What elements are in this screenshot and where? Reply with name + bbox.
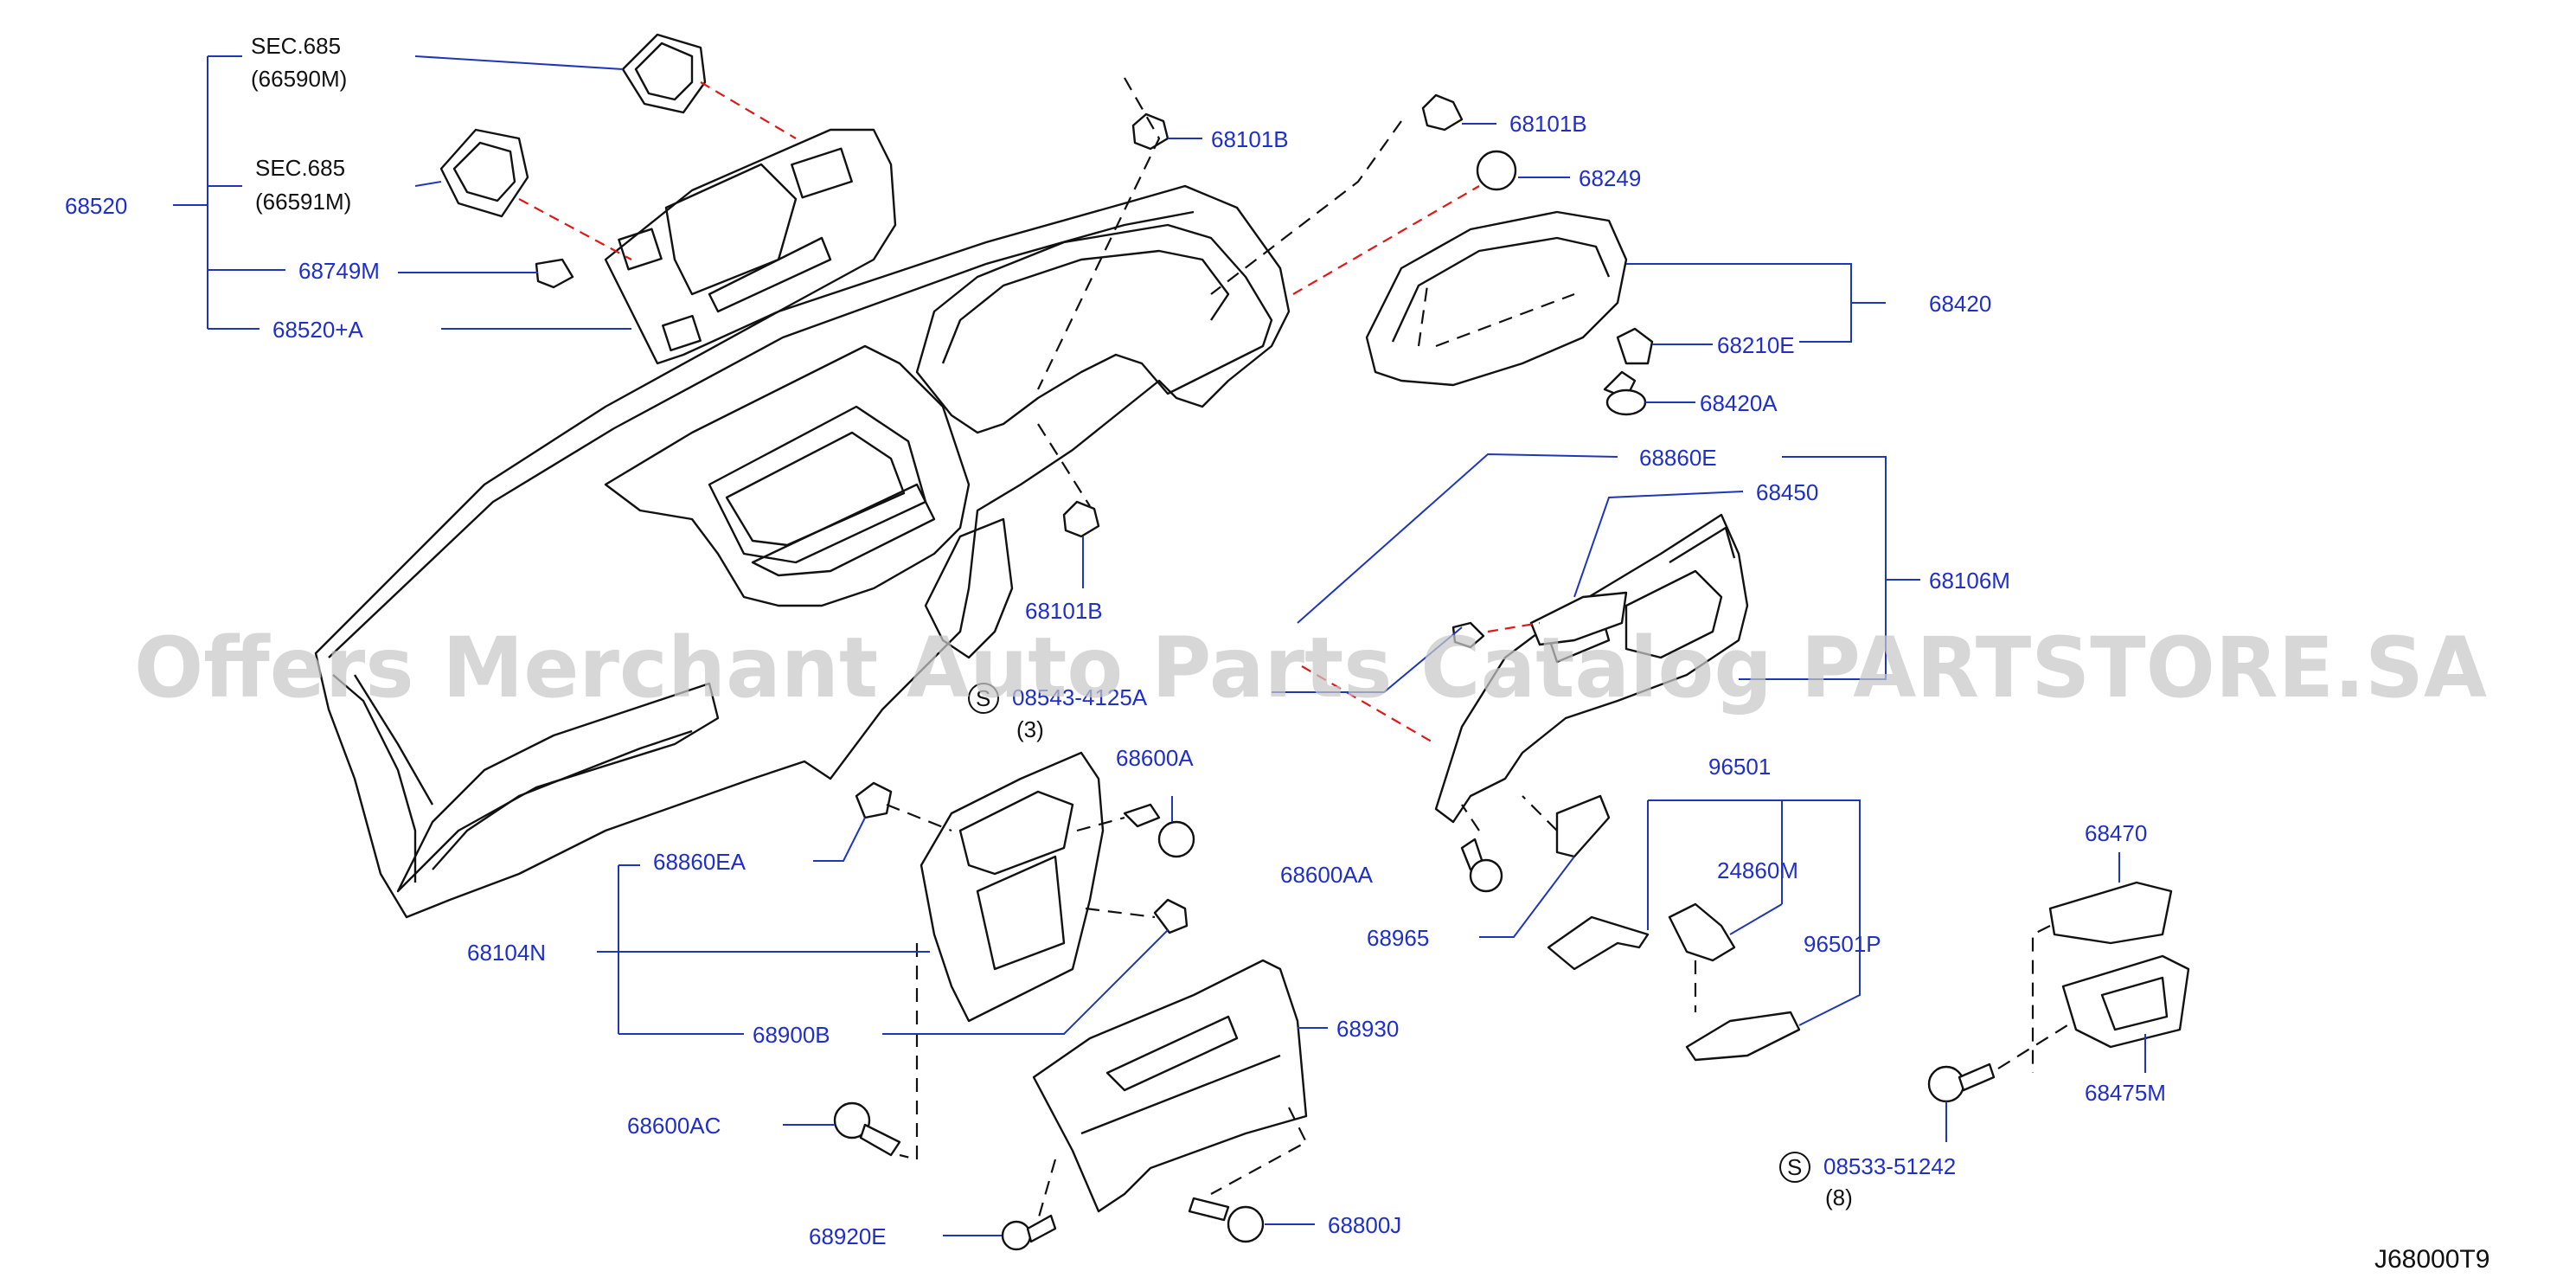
label-68450[interactable]: 68450 [1756, 479, 1818, 505]
label-68900b[interactable]: 68900B [753, 1022, 830, 1048]
label-68860e[interactable]: 68860E [1639, 445, 1717, 471]
label-68420[interactable]: 68420 [1929, 291, 1991, 317]
watermark: Offers Merchant Auto Parts Catalog PARTS… [134, 620, 2487, 716]
screw-68600ac [833, 1101, 901, 1157]
leader-lines [173, 55, 2146, 1236]
screw-68600aa [1460, 838, 1503, 893]
s-symbol-1-text: S [976, 685, 990, 711]
screw-68420a [1603, 370, 1647, 416]
bracket-68470 [2048, 881, 2173, 945]
cover-68965 [1555, 794, 1611, 858]
disc-68249 [1476, 150, 1517, 191]
cluster-lid-68420 [1365, 210, 1628, 387]
s-symbol-2 [1779, 1152, 1810, 1183]
label-96501p[interactable]: 96501P [1804, 931, 1881, 957]
vent-66591m [439, 128, 529, 218]
vent-66590m [621, 33, 707, 114]
label-68749m[interactable]: 68749M [298, 258, 380, 284]
knee-panel-68930 [1032, 959, 1308, 1213]
label-68210e[interactable]: 68210E [1717, 332, 1795, 358]
label-68800j[interactable]: 68800J [1328, 1212, 1401, 1238]
screw-68600a [1123, 803, 1195, 858]
bracket-96501 [1547, 915, 1650, 971]
label-68965[interactable]: 68965 [1367, 925, 1429, 951]
label-sec685-a: SEC.685 [251, 33, 341, 59]
label-68249[interactable]: 68249 [1579, 165, 1641, 191]
label-66591m: (66591M) [255, 189, 351, 215]
label-66590m: (66590M) [251, 66, 347, 92]
label-68475m[interactable]: 68475M [2085, 1080, 2166, 1106]
label-68930[interactable]: 68930 [1336, 1016, 1399, 1042]
dashed-reference-lines [518, 77, 2068, 1221]
bezel-96501p [1685, 1011, 1801, 1062]
label-68101b-bottom[interactable]: 68101B [1025, 598, 1103, 624]
clip-68101b-top [1421, 93, 1464, 132]
vent-68450 [1529, 591, 1628, 646]
label-68920e[interactable]: 68920E [809, 1223, 887, 1249]
label-qty-8: (8) [1825, 1184, 1853, 1210]
label-08533-51242[interactable]: 08533-51242 [1823, 1153, 1956, 1179]
clip-68900b [1153, 898, 1189, 934]
label-68101b-top[interactable]: 68101B [1509, 111, 1587, 137]
label-68101b-left[interactable]: 68101B [1211, 126, 1289, 152]
part-labels: SEC.685 (66590M) SEC.685 (66591M) 68520 … [65, 33, 2489, 1274]
screw-08533-51242 [1927, 1063, 1996, 1103]
label-68600ac[interactable]: 68600AC [627, 1113, 721, 1139]
label-08543-4125a[interactable]: 08543-4125A [1012, 684, 1148, 710]
label-96501[interactable]: 96501 [1708, 754, 1771, 780]
s-symbol-2-text: S [1787, 1154, 1802, 1180]
clip-68101b-bottom [1062, 500, 1100, 538]
label-68600aa[interactable]: 68600AA [1280, 862, 1374, 888]
clip-68101b-left [1131, 112, 1169, 151]
clip-68210e [1616, 327, 1654, 365]
label-68860ea[interactable]: 68860EA [653, 849, 747, 875]
label-24860m[interactable]: 24860M [1717, 857, 1798, 883]
clip-68749m [535, 258, 574, 289]
label-68520[interactable]: 68520 [65, 193, 127, 219]
clip-68860ea [855, 781, 893, 819]
screw-68800j [1188, 1197, 1265, 1243]
radio-bezel-68520 [604, 128, 897, 365]
label-68106m[interactable]: 68106M [1929, 568, 2010, 594]
screw-68920e [1001, 1214, 1057, 1251]
label-68600a[interactable]: 68600A [1116, 745, 1194, 771]
label-sec685-b: SEC.685 [255, 155, 345, 181]
label-68104n[interactable]: 68104N [467, 940, 546, 966]
main-dashboard-panel [314, 184, 1291, 919]
label-68520a[interactable]: 68520+A [272, 317, 363, 343]
label-68420a[interactable]: 68420A [1700, 390, 1778, 416]
label-qty-3: (3) [1016, 716, 1044, 742]
s-symbol-1 [968, 683, 999, 714]
switch-24860m [1668, 902, 1736, 962]
diagram-code: J68000T9 [2374, 1245, 2489, 1274]
label-68470[interactable]: 68470 [2085, 820, 2147, 846]
pocket-68475m [2061, 954, 2190, 1049]
lower-bezel-68104n [920, 751, 1105, 1023]
